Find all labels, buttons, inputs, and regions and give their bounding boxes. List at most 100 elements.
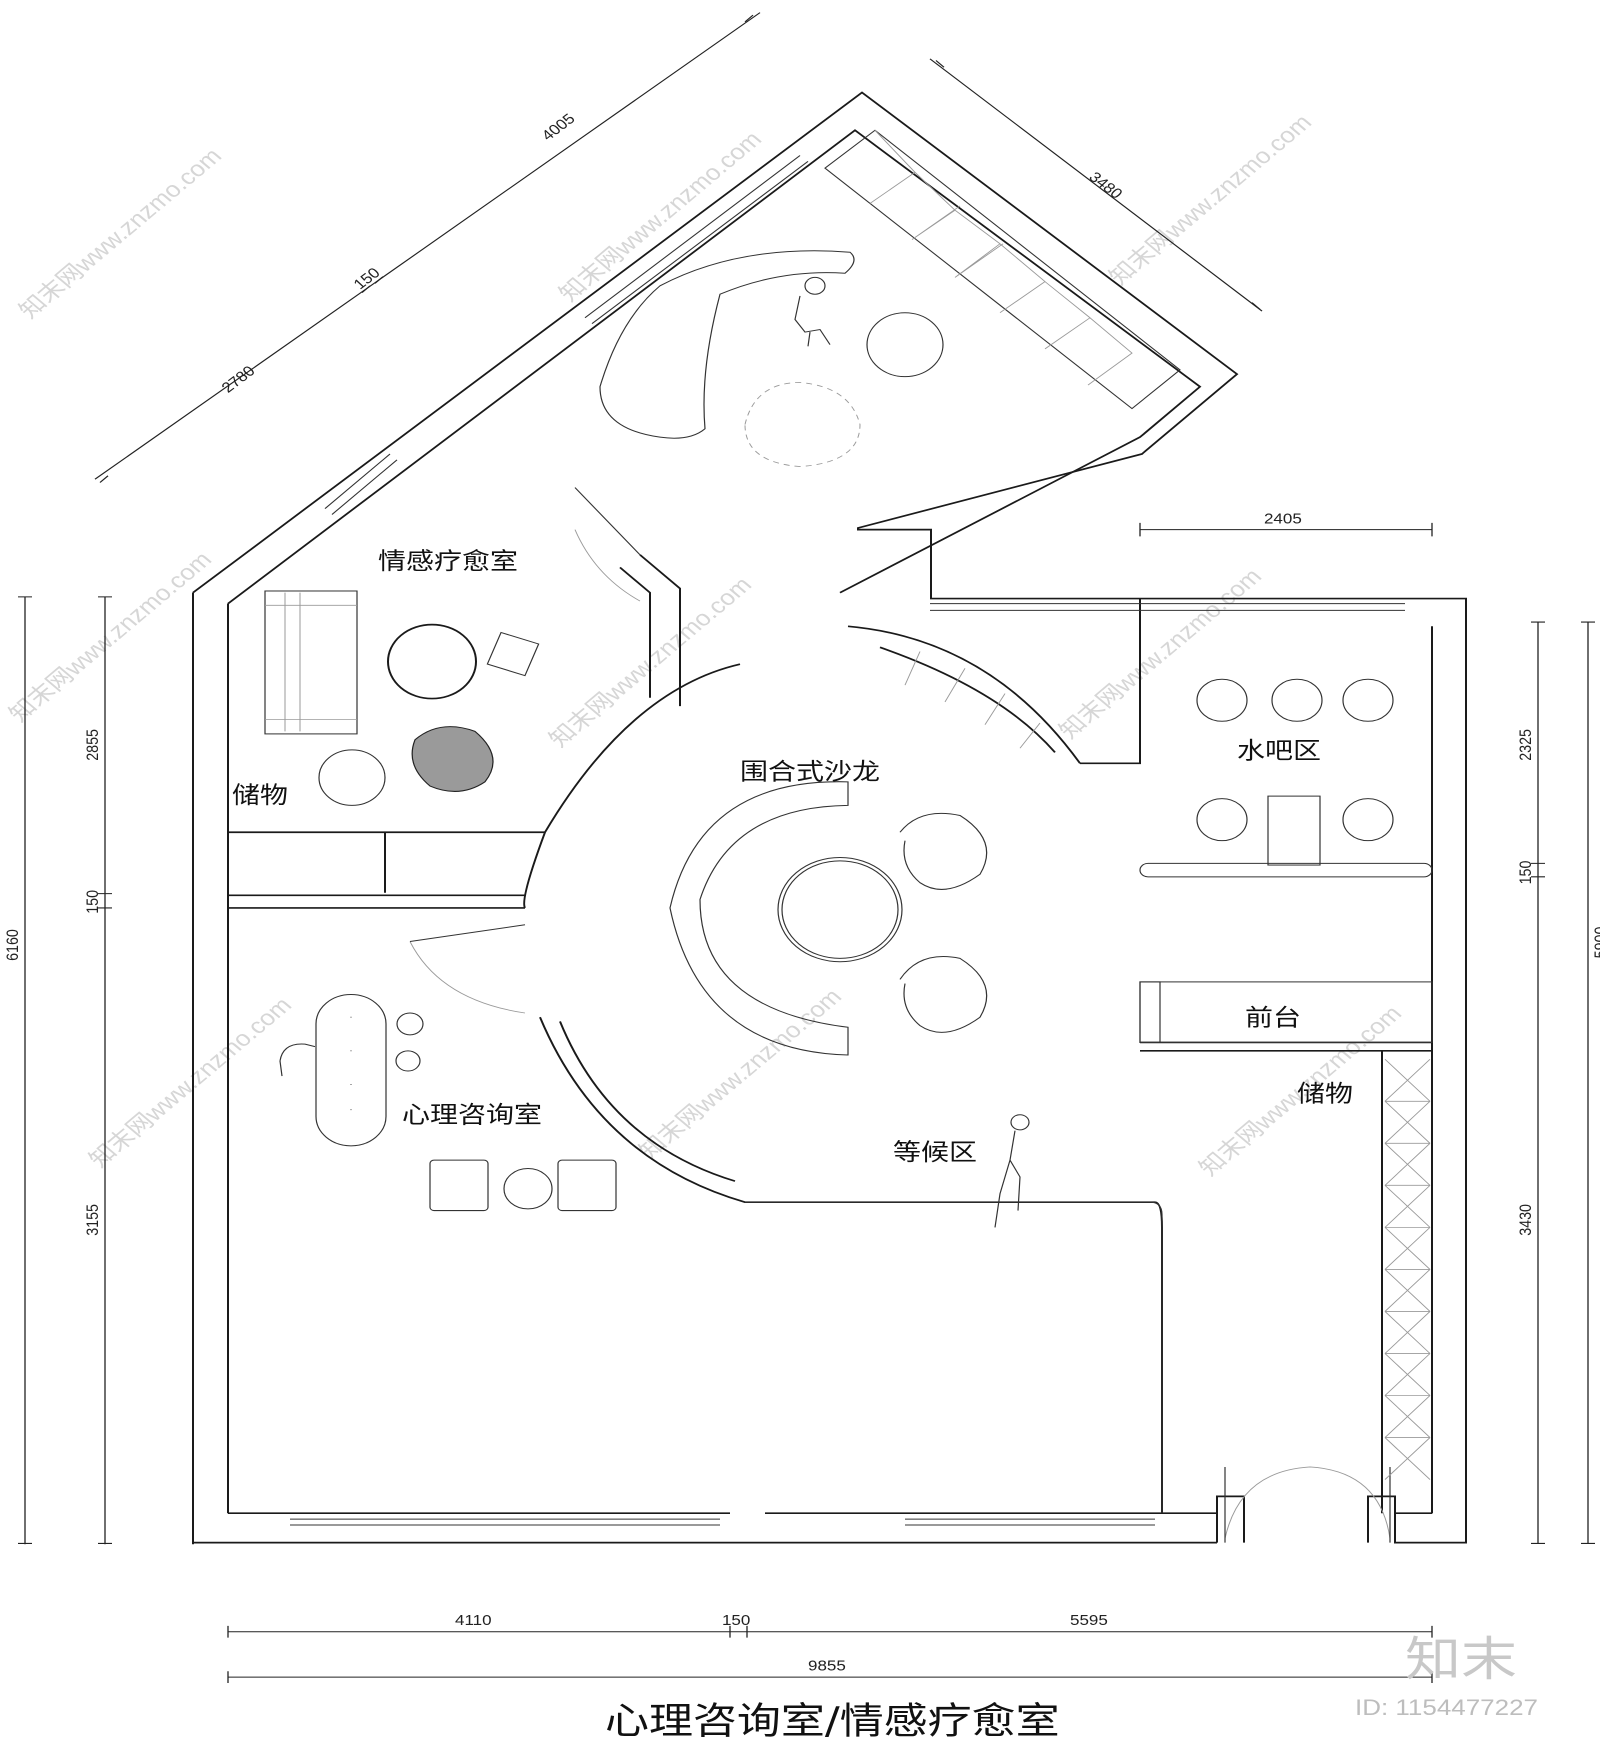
door-swing-therapy	[574, 529, 641, 602]
standing-person	[794, 276, 831, 347]
dim-ticks-top-left	[99, 14, 754, 483]
cabinet-cells	[869, 130, 1133, 386]
salon-curved-wall-outer	[559, 1021, 736, 1182]
watermark: 知末网www.znzmo.com	[84, 993, 298, 1173]
window-right	[930, 603, 1405, 611]
salon-round-table-outer	[777, 856, 903, 963]
dashed-coffee-table	[744, 382, 861, 467]
label-salon: 围合式沙龙	[740, 758, 880, 785]
outer-wall	[192, 91, 1467, 1544]
dim-5595: 5595	[1070, 1613, 1108, 1628]
dim-3480: 3480	[1085, 169, 1126, 202]
side-table-round	[503, 1168, 553, 1210]
label-reception: 前台	[1245, 1005, 1301, 1032]
furniture-therapy	[264, 590, 540, 806]
dim-150-left: 150	[84, 890, 102, 914]
armchair-filled	[411, 726, 494, 792]
bar-stool-2	[1271, 678, 1323, 722]
dim-150-right: 150	[1517, 860, 1535, 884]
bar-curve	[847, 625, 1081, 764]
sofa-cushions	[265, 592, 357, 732]
waiting-person	[994, 1114, 1030, 1228]
brand-logo: 知末	[1405, 1633, 1517, 1688]
bar-stool-3	[1342, 678, 1394, 722]
doors	[409, 487, 1391, 1543]
furniture-reception	[1139, 981, 1433, 1480]
dim-line-left-total	[18, 596, 32, 1545]
water-bar-wall	[1080, 598, 1433, 1514]
salon-curved-wall	[523, 663, 1163, 1514]
person-head	[1010, 1114, 1030, 1131]
watermark: 知末网www.znzmo.com	[4, 547, 218, 727]
curved-sofa	[599, 250, 855, 439]
counsel-table	[315, 994, 387, 1147]
door-swing-entry	[1224, 1466, 1391, 1539]
watermark: 知末网www.znzmo.com	[554, 127, 768, 307]
watermark: 知末网www.znzmo.com	[1104, 110, 1318, 290]
dim-line-bottom-total	[227, 1671, 1433, 1684]
label-waiting: 等候区	[893, 1139, 977, 1166]
stool-2	[395, 1050, 421, 1072]
windows	[290, 155, 1405, 1526]
window-top-left	[324, 155, 809, 515]
dim-4005: 4005	[539, 111, 580, 144]
salon-arc-bench	[669, 781, 849, 1056]
label-emotion-therapy: 情感疗愈室	[378, 548, 518, 575]
dim-150-bottom: 150	[722, 1613, 751, 1628]
top-cabinet	[824, 129, 1181, 410]
watermark: 知末网www.znzmo.com	[634, 984, 848, 1164]
side-table-square	[486, 631, 540, 677]
furniture-lounge	[599, 250, 944, 467]
furniture-bar	[1139, 678, 1433, 878]
walls	[192, 91, 1467, 1545]
dim-line-top-right	[929, 58, 1263, 312]
dim-4110: 4110	[455, 1613, 492, 1628]
room-labels: 情感疗愈室 储物 心理咨询室 围合式沙龙 水吧区 前台 储物 等候区	[232, 548, 1353, 1166]
round-side-table	[866, 312, 944, 378]
dim-150-top: 150	[351, 265, 385, 293]
salon-chair-1	[899, 812, 988, 890]
sofa	[264, 590, 358, 735]
bar-curve-cells	[904, 651, 1041, 749]
bar-stool-4	[1196, 798, 1248, 842]
dim-3430: 3430	[1517, 1204, 1535, 1236]
waiting-bench	[745, 1201, 1163, 1514]
dim-9855: 9855	[808, 1659, 846, 1674]
bar-stool-5	[1342, 798, 1394, 842]
armchair-2	[557, 1159, 617, 1212]
bar-stool-1	[1196, 678, 1248, 722]
furniture-waiting	[745, 1114, 1163, 1514]
furniture-counsel	[279, 994, 617, 1212]
storage-divider	[228, 831, 545, 909]
window-bottom	[290, 1518, 1155, 1526]
bar-table	[1267, 795, 1321, 866]
cabinet-outline	[824, 129, 1181, 410]
dim-2405: 2405	[1264, 512, 1302, 527]
label-counseling: 心理咨询室	[402, 1101, 542, 1128]
door-leaf-counsel	[409, 924, 526, 943]
dim-2855: 2855	[84, 729, 102, 761]
dimensions: 4005 150 2780 3480 2405 6160 2855 150 31…	[4, 12, 1600, 1684]
door-leaf-therapy	[574, 487, 641, 556]
storage-right-wall	[1381, 1050, 1433, 1514]
watermark: 知末网www.znzmo.com	[14, 144, 228, 324]
dim-6160: 6160	[4, 929, 22, 961]
dim-line-right-parts	[1531, 621, 1545, 1545]
salon-curve	[523, 625, 1163, 1514]
bottom-wall	[193, 1495, 1466, 1544]
person-head	[804, 276, 826, 295]
dim-5900: 5900	[1592, 926, 1600, 958]
dim-line-left-parts	[98, 596, 112, 1545]
watermark: 知末网www.znzmo.com	[1054, 564, 1268, 744]
plan-title: 心理咨询室/情感疗愈室	[605, 1699, 1060, 1743]
bar-counter	[1139, 862, 1433, 878]
dim-line-bottom-parts	[227, 1625, 1433, 1638]
stool-1	[396, 1012, 424, 1036]
door-leaf-entry	[1224, 1466, 1391, 1543]
door-swing-counsel	[409, 941, 526, 1014]
salon-chair-2	[899, 955, 988, 1033]
counsel-table-dots	[350, 1016, 352, 1111]
inner-diag-wall	[227, 129, 1202, 605]
storage-right-cells	[1384, 1058, 1431, 1480]
